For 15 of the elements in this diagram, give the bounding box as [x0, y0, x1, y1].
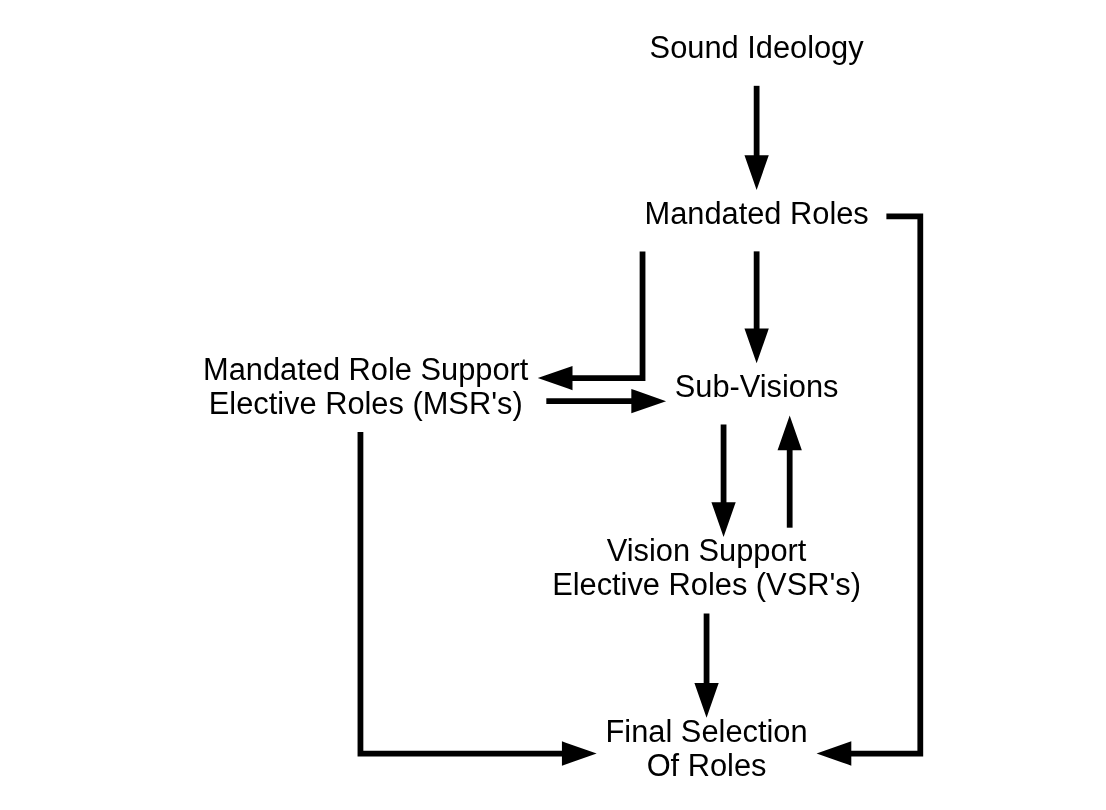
arrow [694, 613, 719, 718]
arrow [357, 432, 597, 766]
arrow [711, 424, 736, 537]
node-text: Mandated Roles [644, 195, 869, 231]
node-text: Sound Ideology [649, 30, 864, 66]
arrow [546, 389, 667, 414]
arrow [744, 85, 769, 190]
arrow [777, 415, 802, 528]
node-text: Vision Support Elective Roles (VSR's) [552, 532, 861, 603]
arrow [537, 251, 646, 391]
node-text: Mandated Role Support Elective Roles (MSR's) [203, 351, 529, 422]
arrow [816, 213, 924, 766]
node-text: Sub-Visions [674, 368, 839, 404]
arrow [744, 251, 769, 364]
node-text: Final Selection Of Roles [605, 713, 808, 784]
